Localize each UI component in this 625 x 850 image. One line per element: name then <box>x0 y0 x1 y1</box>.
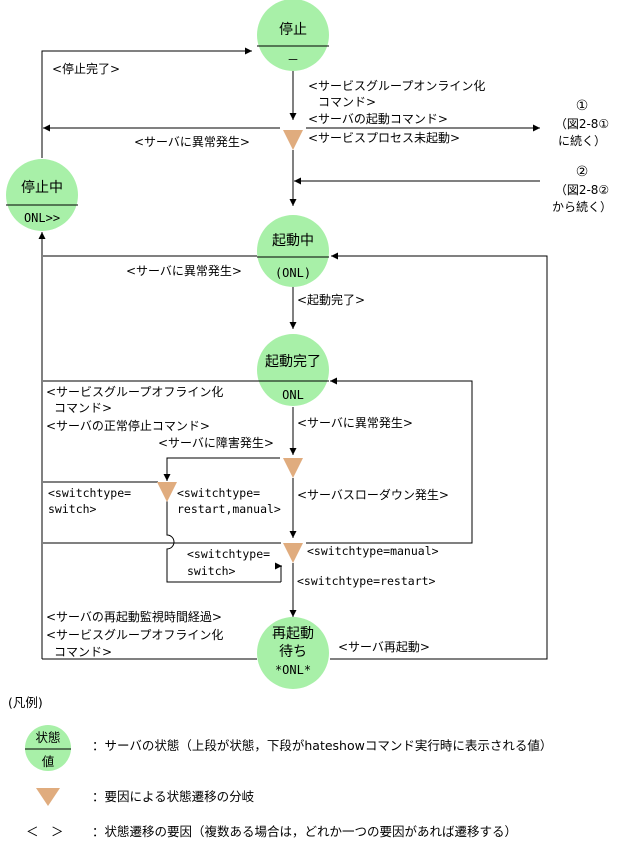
state-value: ONL <box>282 388 304 402</box>
state-started: 起動完了 ONL <box>257 334 329 406</box>
ref2-line1: （図2-8② <box>555 183 609 197</box>
label-offline-cmd2-1: <サービスグループオフライン化 <box>46 628 223 642</box>
server-failure-arrow <box>163 457 280 481</box>
state-label: 停止中 <box>21 179 63 196</box>
label-online-cmd-2: コマンド> <box>318 95 376 109</box>
label-server-failure: <サーバに障害発生> <box>158 435 274 450</box>
legend-state-top: 状態 <box>35 730 60 745</box>
ref2-number: ② <box>576 164 589 180</box>
label-manual: <switchtype=manual> <box>307 544 439 558</box>
branch-1 <box>283 130 303 150</box>
ref1-number: ① <box>576 98 589 114</box>
branch-4 <box>283 543 303 563</box>
label-server-start-cmd: <サーバの起動コマンド> <box>308 112 448 126</box>
label-online-cmd-1: <サービスグループオンライン化 <box>308 79 485 93</box>
legend-cause-desc: ：状態遷移の要因（複数ある場合は，どれか一つの要因があれば遷移する） <box>92 824 517 839</box>
state-value: － <box>287 53 299 67</box>
branch3-to-branch4-arrow <box>275 562 282 582</box>
branch-triangles <box>157 130 303 563</box>
label-offline-cmd-1: <サービスグループオフライン化 <box>46 385 223 399</box>
label-server-restart: <サーバ再起動> <box>338 640 430 654</box>
label-offline-cmd-2: コマンド> <box>54 401 112 415</box>
state-value: *ONL* <box>275 663 311 677</box>
state-value: (ONL) <box>275 266 311 280</box>
ref1-line1: （図2-8① <box>555 117 609 131</box>
state-stopped: 停止 － <box>257 0 329 71</box>
branch-2 <box>283 458 303 478</box>
label-slowdown: <サーバスローダウン発生> <box>297 487 449 502</box>
state-label: 起動中 <box>272 233 314 249</box>
manual-to-started-arrow <box>306 377 473 544</box>
state-starting: 起動中 (ONL) <box>257 215 329 287</box>
label-switch-2: switch> <box>48 502 97 516</box>
ref1-line2: に続く） <box>558 134 606 148</box>
label-restart-manual-2: restart,manual> <box>177 502 281 516</box>
label-restart: <switchtype=restart> <box>297 574 436 588</box>
state-stopping: 停止中 ONL>> <box>6 159 78 231</box>
legend-state-desc: ：サーバの状態（上段が状態，下段がhateshowコマンド実行時に表示される値） <box>92 738 552 753</box>
label-normal-stop-cmd: <サーバの正常停止コマンド> <box>46 418 210 433</box>
state-label-2: 待ち <box>279 644 307 660</box>
label-server-error-1: <サーバに異常発生> <box>134 135 250 149</box>
label-stop-done: <停止完了> <box>52 61 120 76</box>
label-server-error-3: <サーバに異常発生> <box>297 416 413 430</box>
ref2-line2: から続く） <box>552 200 612 214</box>
legend-branch-triangle <box>36 788 60 806</box>
legend-state-circle <box>25 725 71 771</box>
label-switch2-1: <switchtype= <box>187 547 270 561</box>
legend-state-bottom: 値 <box>42 754 55 769</box>
label-service-not-started: <サービスプロセス未起動> <box>308 131 460 145</box>
state-label: 停止 <box>279 21 307 38</box>
legend-cause-symbol: ＜ ＞ <box>26 824 64 839</box>
label-restart-manual-1: <switchtype= <box>177 486 260 500</box>
transition-labels: <停止完了> <サービスグループオンライン化 コマンド> <サーバの起動コマンド… <box>46 61 612 659</box>
label-offline-cmd2-2: コマンド> <box>54 645 112 659</box>
legend-branch-desc: ：要因による状態遷移の分岐 <box>92 789 255 804</box>
label-start-done: <起動完了> <box>297 292 365 307</box>
server-restart-arrow <box>330 252 548 660</box>
state-value: ONL>> <box>24 211 60 225</box>
state-waiting: 再起動 待ち *ONL* <box>257 617 329 689</box>
stop-done-arrow <box>41 47 252 158</box>
label-restart-timeout: <サーバの再起動監視時間経過> <box>46 609 222 624</box>
label-switch2-2: switch> <box>187 564 236 578</box>
connectors <box>38 47 548 660</box>
label-switch-1: <switchtype= <box>48 486 131 500</box>
state-label: 再起動 <box>272 626 314 642</box>
branch-3 <box>157 482 177 502</box>
state-label: 起動完了 <box>265 354 321 370</box>
legend: (凡例) 状態 値 ：サーバの状態（上段が状態，下段がhateshowコマンド実… <box>8 695 552 839</box>
legend-title: (凡例) <box>8 695 43 710</box>
label-server-error-2: <サーバに異常発生> <box>126 264 242 278</box>
